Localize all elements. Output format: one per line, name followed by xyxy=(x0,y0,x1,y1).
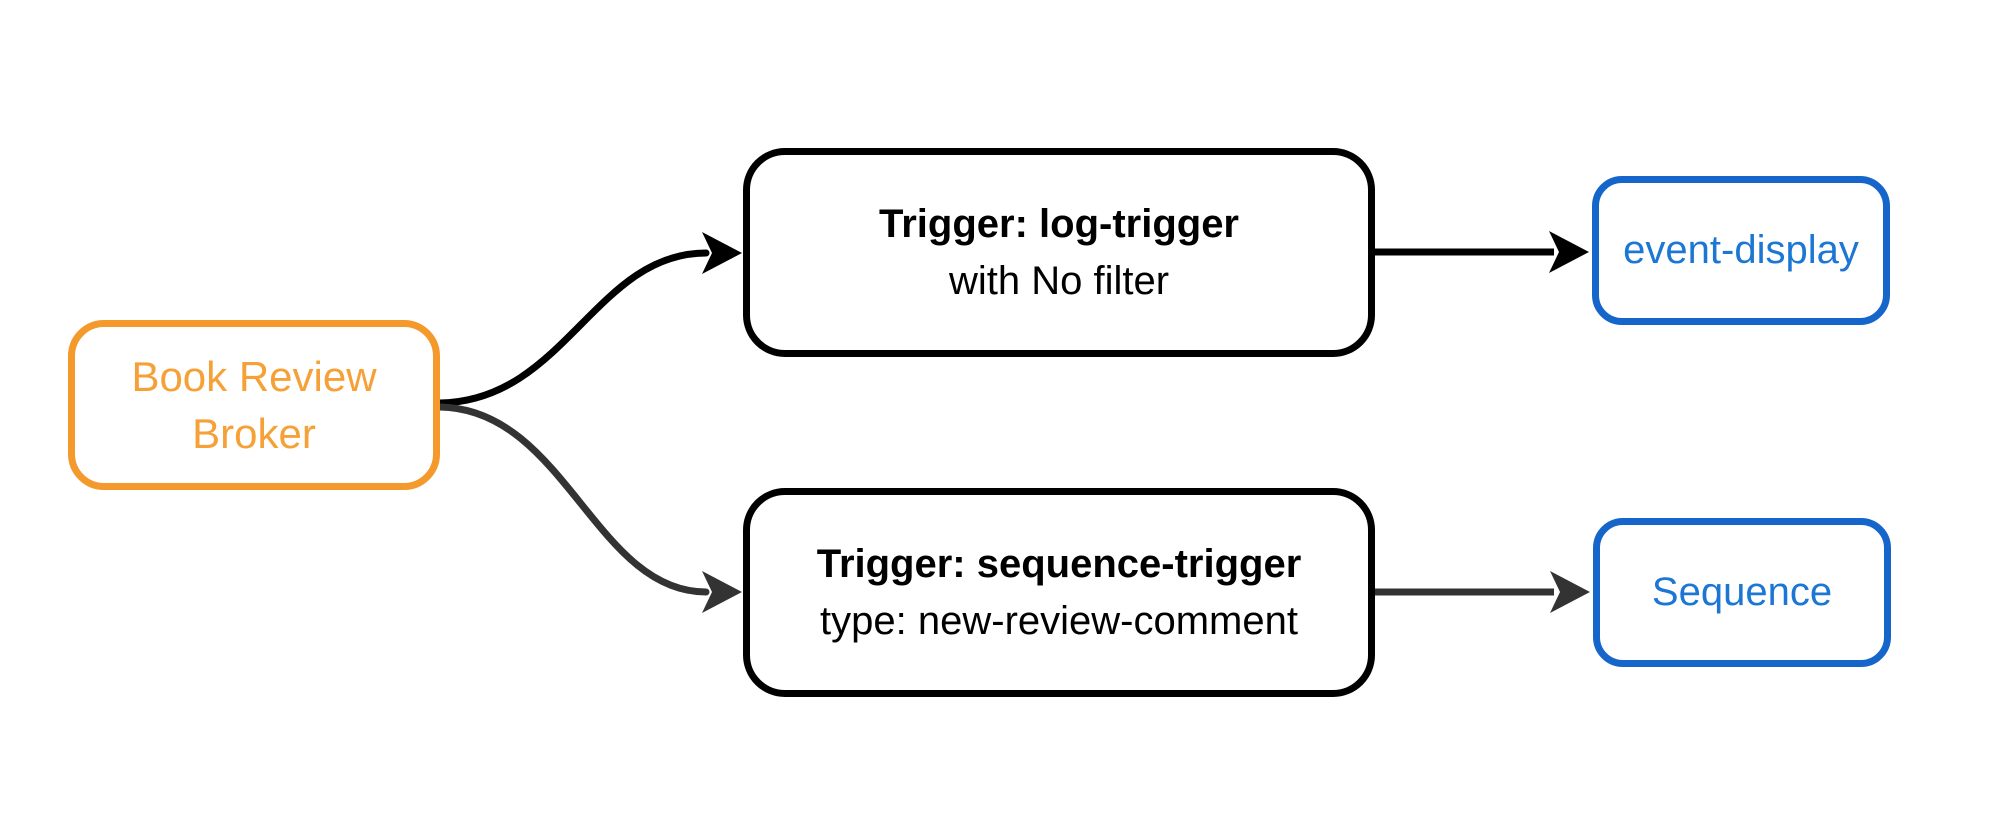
node-event-display: event-display xyxy=(1592,176,1890,325)
sequence-trigger-subtitle: type: new-review-comment xyxy=(820,598,1298,643)
broker-label-line1: Book Review xyxy=(131,353,377,400)
log-trigger-title: Trigger: log-trigger xyxy=(879,201,1239,246)
arrowhead-sequence xyxy=(1550,571,1590,613)
sequence-trigger-title: Trigger: sequence-trigger xyxy=(816,541,1302,586)
edge-broker-to-sequence-trigger xyxy=(436,403,710,596)
node-log-trigger: Trigger: log-trigger with No filter xyxy=(743,148,1375,357)
sequence-label: Sequence xyxy=(1651,570,1833,614)
node-sequence: Sequence xyxy=(1593,518,1891,667)
arrowhead-log-trigger xyxy=(702,232,742,274)
arrowhead-sequence-trigger xyxy=(702,571,742,613)
event-display-label: event-display xyxy=(1623,228,1859,272)
arrowhead-event-display xyxy=(1549,231,1589,273)
broker-label-line2: Broker xyxy=(192,410,316,457)
node-sequence-trigger: Trigger: sequence-trigger type: new-revi… xyxy=(743,488,1375,697)
log-trigger-subtitle: with No filter xyxy=(948,258,1170,303)
edge-broker-to-log-trigger xyxy=(436,249,710,407)
node-book-review-broker: Book Review Broker xyxy=(68,320,440,490)
